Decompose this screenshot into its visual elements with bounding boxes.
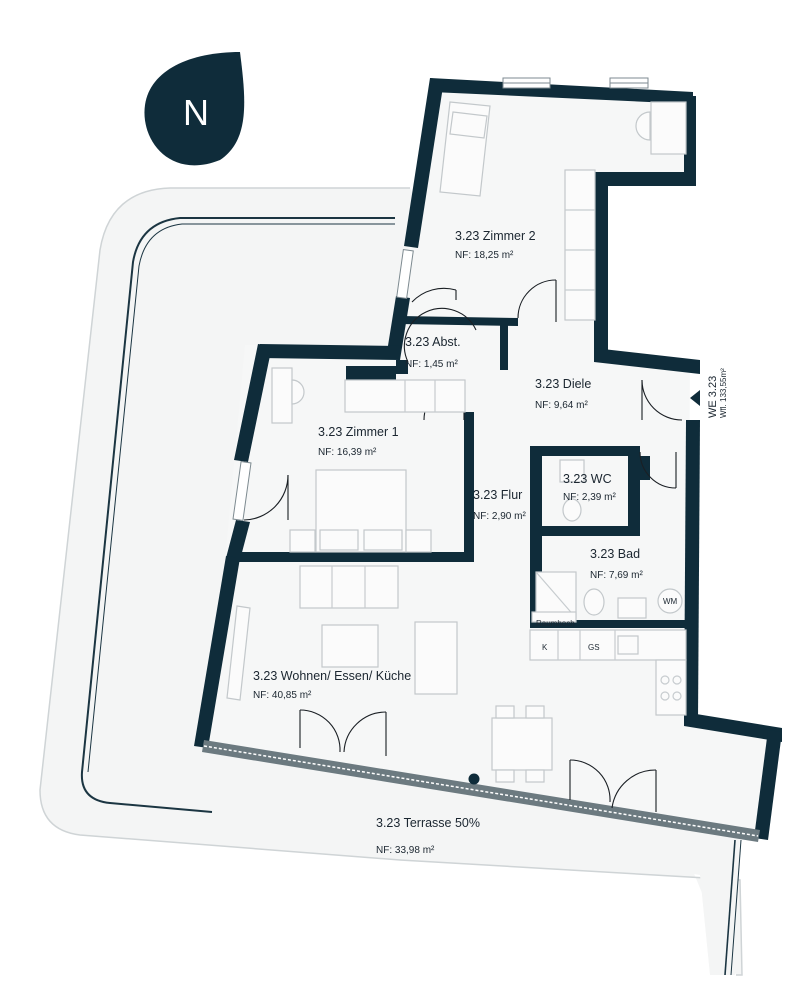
room-area-flur: NF: 2,90 m²: [473, 511, 526, 522]
gs-label: GS: [588, 643, 600, 652]
north-compass: N: [144, 52, 245, 166]
room-area-wohnen: NF: 40,85 m²: [253, 690, 312, 701]
room-area-zimmer1: NF: 16,39 m²: [318, 447, 377, 458]
room-area-zimmer2: NF: 18,25 m²: [455, 250, 514, 261]
room-name-abst: 3.23 Abst.: [405, 335, 461, 349]
room-area-terrasse: NF: 33,98 m²: [376, 845, 435, 856]
unit-area: Wfl. 133,55m²: [719, 368, 728, 418]
exterior-walls: [194, 78, 782, 842]
wm-label: WM: [663, 597, 678, 606]
room-name-flur: 3.23 Flur: [473, 488, 522, 502]
room-name-wc: 3.23 WC: [563, 472, 612, 486]
entrance-arrow: [690, 390, 700, 406]
room-name-terrasse: 3.23 Terrasse 50%: [376, 816, 480, 830]
room-name-wohnen: 3.23 Wohnen/ Essen/ Küche: [253, 669, 411, 683]
room-area-diele: NF: 9,64 m²: [535, 400, 588, 411]
room-name-bad: 3.23 Bad: [590, 547, 640, 561]
furniture: [226, 101, 687, 783]
north-letter: N: [183, 92, 209, 133]
room-area-bad: NF: 7,69 m²: [590, 570, 643, 581]
room-area-wc: NF: 2,39 m²: [563, 492, 616, 503]
room-area-abst: NF: 1,45 m²: [405, 359, 458, 370]
unit-label: WE 3.23 Wfl. 133,55m²: [707, 368, 728, 418]
room-labels: 3.23 Zimmer 2 NF: 18,25 m² 3.23 Abst. NF…: [253, 229, 678, 856]
raumhoch-label: Raumhoch: [536, 619, 575, 628]
room-name-zimmer1: 3.23 Zimmer 1: [318, 425, 399, 439]
room-name-zimmer2: 3.23 Zimmer 2: [455, 229, 536, 243]
interior-walls: [236, 316, 690, 628]
unit-id: WE 3.23: [707, 376, 719, 418]
k-label: K: [542, 643, 548, 652]
windows: [232, 77, 649, 521]
room-name-diele: 3.23 Diele: [535, 377, 591, 391]
column-marker: [468, 773, 480, 785]
